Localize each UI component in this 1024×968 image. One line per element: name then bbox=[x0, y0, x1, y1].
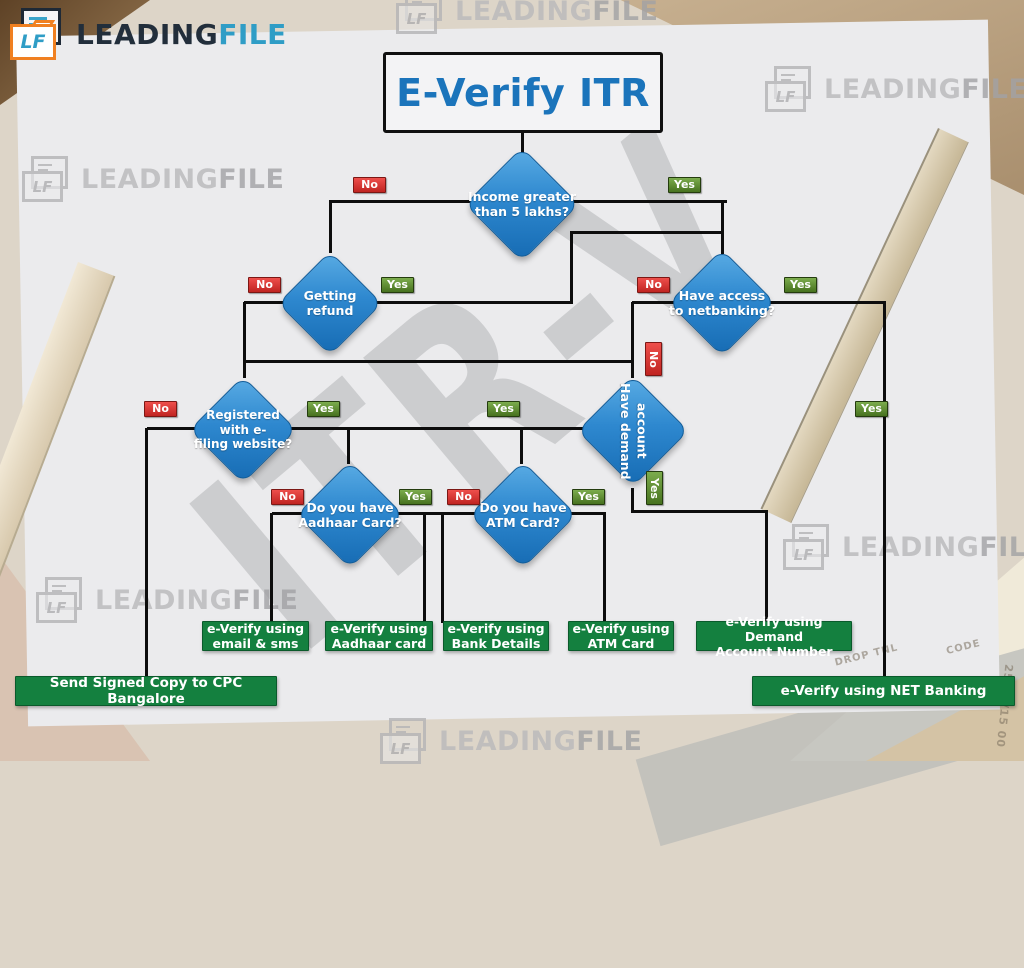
watermark-folder-icon: LF bbox=[36, 577, 86, 623]
tag-no-netbanking: No bbox=[637, 277, 670, 293]
tag-no-refund: No bbox=[248, 277, 281, 293]
outcome-net-banking: e-Verify using NET Banking bbox=[752, 676, 1015, 706]
watermark-folder-icon: LF bbox=[783, 524, 833, 570]
tag-yes-refund: Yes bbox=[381, 277, 414, 293]
outcome-demand-account: e-Verify using Demand Account Number bbox=[696, 614, 852, 659]
leadingfile-folder-icon: LF bbox=[10, 8, 66, 60]
title-text: E-Verify ITR bbox=[396, 70, 650, 115]
tag-no-atm: No bbox=[447, 489, 480, 505]
connector bbox=[329, 200, 332, 253]
connector bbox=[441, 513, 444, 623]
watermark-folder-icon: LF bbox=[380, 718, 430, 764]
connector bbox=[521, 133, 524, 154]
connector bbox=[603, 513, 606, 623]
connector bbox=[520, 428, 523, 464]
tag-yes-aadhaar: Yes bbox=[399, 489, 432, 505]
outcome-cpc-bangalore: Send Signed Copy to CPC Bangalore bbox=[15, 675, 277, 707]
decision-atm: Do you have ATM Card? bbox=[469, 461, 577, 569]
decision-aadhaar: Do you have Aadhaar Card? bbox=[296, 461, 404, 569]
connector bbox=[765, 511, 768, 623]
leadingfile-watermark: LF LEADINGFILE bbox=[380, 718, 642, 764]
connector bbox=[631, 302, 634, 378]
tag-no-income: No bbox=[353, 177, 386, 193]
leadingfile-logo: LF LEADINGFILE bbox=[10, 8, 287, 60]
leadingfile-watermark: LF LEADINGFILE bbox=[396, 0, 658, 34]
leadingfile-watermark: LF LEADINGFILE bbox=[765, 66, 1024, 112]
connector bbox=[347, 428, 350, 464]
connector bbox=[272, 512, 606, 515]
leadingfile-watermark: LF LEADINGFILE bbox=[36, 577, 298, 623]
decision-netbanking: Have access to netbanking? bbox=[668, 249, 776, 357]
connector bbox=[631, 510, 768, 513]
connector bbox=[570, 231, 724, 234]
decision-demand-account: Have demand account bbox=[577, 375, 689, 487]
tag-yes-atm: Yes bbox=[572, 489, 605, 505]
tag-yes-registered: Yes bbox=[307, 401, 340, 417]
tag-yes-netbanking: Yes bbox=[784, 277, 817, 293]
connector bbox=[147, 427, 584, 430]
connector bbox=[721, 200, 724, 254]
decision-income: Income greater than 5 lakhs? bbox=[465, 147, 579, 261]
outcome-email-sms: e-Verify using email & sms bbox=[202, 621, 309, 651]
outcome-aadhaar-card: e-Verify using Aadhaar card bbox=[325, 621, 433, 651]
connector bbox=[243, 302, 246, 378]
outcome-bank-details: e-Verify using Bank Details bbox=[443, 621, 549, 651]
watermark-folder-icon: LF bbox=[396, 0, 446, 34]
leadingfile-watermark: LF LEADINGFILE bbox=[22, 156, 284, 202]
connector bbox=[145, 428, 148, 678]
tag-no-demand-vertical: No bbox=[645, 342, 662, 376]
leadingfile-watermark: LF LEADINGFILE bbox=[783, 524, 1024, 570]
connector bbox=[423, 513, 426, 623]
connector bbox=[270, 513, 273, 623]
connector bbox=[244, 360, 634, 363]
outcome-atm-card: e-Verify using ATM Card bbox=[568, 621, 674, 651]
tag-yes-netbanking-down: Yes bbox=[855, 401, 888, 417]
watermark-folder-icon: LF bbox=[765, 66, 815, 112]
everify-itr-infographic: { "brand": { "lf": "LF", "leading": "LEA… bbox=[0, 0, 1024, 847]
leadingfile-logo-text: LEADINGFILE bbox=[76, 17, 287, 51]
flowchart-title: E-Verify ITR bbox=[383, 52, 663, 133]
tag-yes-demand-vertical: Yes bbox=[646, 471, 663, 505]
tag-no-registered: No bbox=[144, 401, 177, 417]
decision-refund: Getting refund bbox=[278, 251, 382, 355]
tag-no-aadhaar: No bbox=[271, 489, 304, 505]
connector bbox=[883, 302, 886, 678]
tag-yes-registered-right: Yes bbox=[487, 401, 520, 417]
watermark-folder-icon: LF bbox=[22, 156, 72, 202]
connector bbox=[570, 231, 573, 303]
connector bbox=[244, 301, 573, 304]
connector bbox=[631, 488, 634, 513]
decision-registered: Registered with e- filing website? bbox=[189, 376, 297, 484]
tag-yes-income: Yes bbox=[668, 177, 701, 193]
